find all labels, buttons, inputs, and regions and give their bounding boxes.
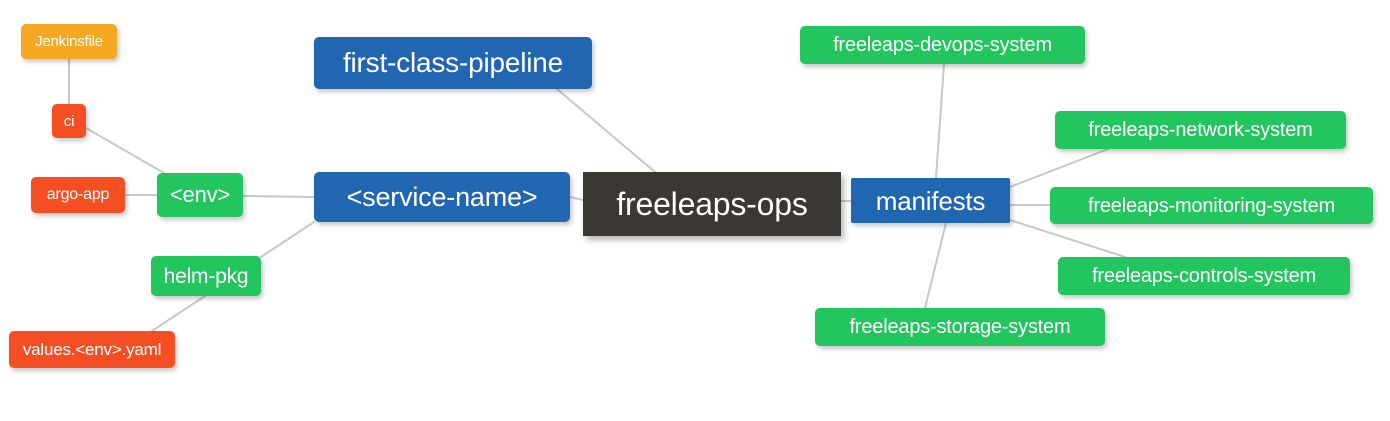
node-service-name[interactable]: <service-name> [314,172,570,222]
node-freeleaps-controls-system[interactable]: freeleaps-controls-system [1058,257,1350,295]
edge-env-to-service-name [242,195,315,198]
node-label: freeleaps-network-system [1088,119,1313,141]
node-label: first-class-pipeline [342,47,564,78]
edge-service-name-to-freeleaps-ops [569,196,584,201]
edge-manifests-to-freeleaps-storage-system [924,222,947,309]
node-label: Jenkinsfile [35,33,103,50]
edge-manifests-to-freeleaps-network-system [1009,148,1109,188]
node-freeleaps-storage-system[interactable]: freeleaps-storage-system [815,308,1105,346]
node-freeleaps-ops[interactable]: freeleaps-ops [583,172,841,236]
node-manifests[interactable]: manifests [851,178,1010,223]
node-label: freeleaps-storage-system [849,316,1071,338]
node-first-class-pipeline[interactable]: first-class-pipeline [314,37,592,89]
node-label: freeleaps-controls-system [1092,265,1316,287]
node-freeleaps-network-system[interactable]: freeleaps-network-system [1055,111,1346,149]
edge-ci-to-env [85,127,165,174]
edge-helm-pkg-to-values-yaml [151,295,206,332]
node-freeleaps-devops-system[interactable]: freeleaps-devops-system [800,26,1085,64]
node-freeleaps-monitoring-system[interactable]: freeleaps-monitoring-system [1050,187,1373,224]
node-jenkinsfile[interactable]: Jenkinsfile [21,24,117,59]
node-label: manifests [875,185,986,216]
edge-manifests-to-freeleaps-controls-system [1009,219,1126,258]
node-label: freeleaps-monitoring-system [1088,194,1335,217]
node-argo-app[interactable]: argo-app [31,177,125,213]
node-label: ci [63,112,75,130]
node-values-yaml[interactable]: values.<env>.yaml [9,331,175,368]
node-label: argo-app [46,186,110,203]
node-helm-pkg[interactable]: helm-pkg [151,256,261,296]
node-label: freeleaps-devops-system [833,34,1052,56]
node-label: values.<env>.yaml [22,340,162,359]
edge-manifests-to-freeleaps-devops-system [935,63,945,179]
node-label: <env> [169,182,231,207]
node-ci[interactable]: ci [52,104,86,138]
node-label: freeleaps-ops [616,186,808,222]
node-label: helm-pkg [163,264,249,288]
node-label: <service-name> [346,181,538,212]
edge-first-class-pipeline-to-freeleaps-ops [556,88,656,173]
node-env[interactable]: <env> [157,173,243,217]
edge-service-name-to-helm-pkg [260,221,315,258]
